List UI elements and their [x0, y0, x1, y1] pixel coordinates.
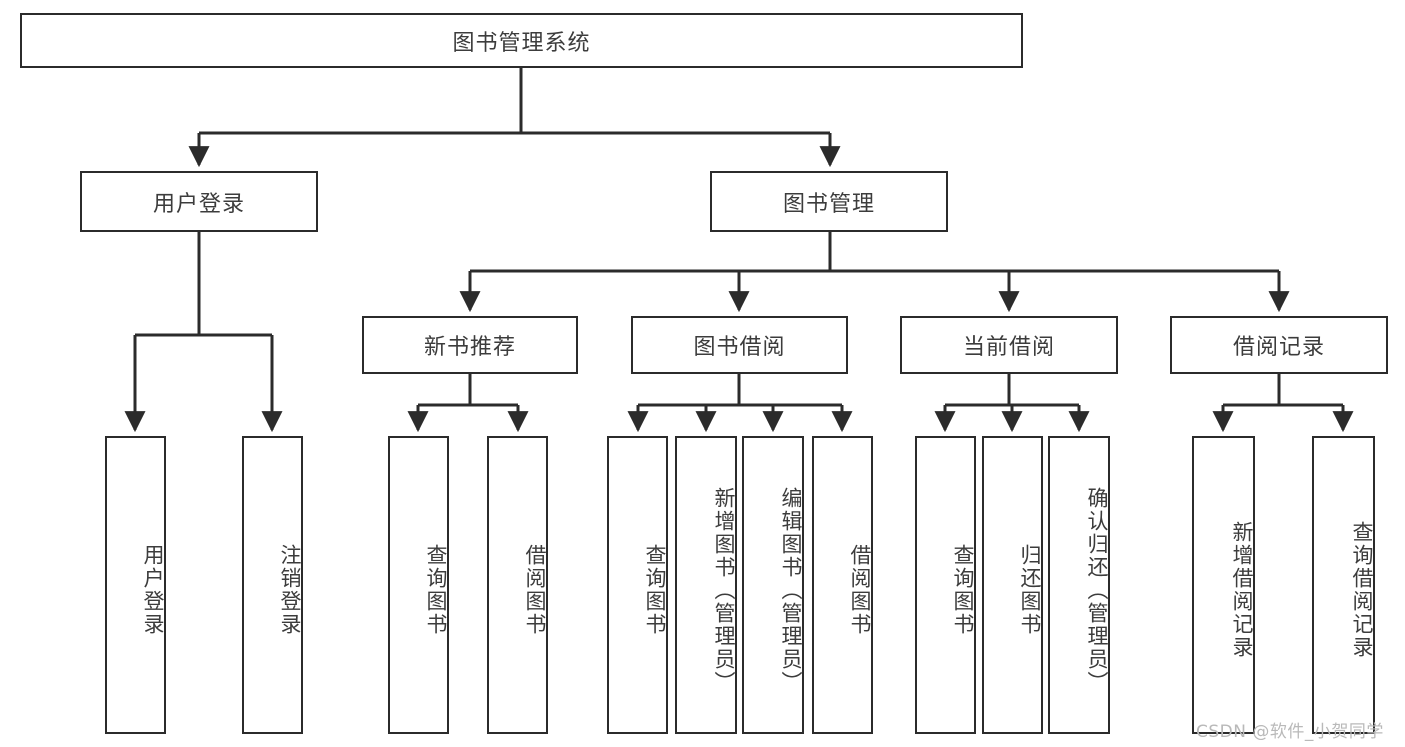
node-leaf-3[interactable]: 借阅图书	[487, 436, 548, 734]
node-leaf-12[interactable]: 查询借阅记录	[1312, 436, 1375, 734]
node-leaf-1[interactable]: 注销登录	[242, 436, 303, 734]
node-level2-1[interactable]: 图书管理	[710, 171, 948, 232]
node-leaf-9[interactable]: 归还图书	[982, 436, 1043, 734]
node-level3-2[interactable]: 当前借阅	[900, 316, 1118, 374]
node-root[interactable]: 图书管理系统	[20, 13, 1023, 68]
node-level3-0[interactable]: 新书推荐	[362, 316, 578, 374]
node-leaf-0[interactable]: 用户登录	[105, 436, 166, 734]
node-leaf-6[interactable]: 编辑图书（管理员）	[742, 436, 804, 734]
node-leaf-2[interactable]: 查询图书	[388, 436, 449, 734]
node-leaf-4[interactable]: 查询图书	[607, 436, 668, 734]
node-leaf-7[interactable]: 借阅图书	[812, 436, 873, 734]
node-level2-0[interactable]: 用户登录	[80, 171, 318, 232]
csdn-watermark: CSDN @软件_小贺同学	[1196, 722, 1384, 742]
node-leaf-5[interactable]: 新增图书（管理员）	[675, 436, 737, 734]
node-level3-1[interactable]: 图书借阅	[631, 316, 848, 374]
node-level3-3[interactable]: 借阅记录	[1170, 316, 1388, 374]
node-leaf-10[interactable]: 确认归还（管理员）	[1048, 436, 1110, 734]
node-leaf-11[interactable]: 新增借阅记录	[1192, 436, 1255, 734]
node-leaf-8[interactable]: 查询图书	[915, 436, 976, 734]
